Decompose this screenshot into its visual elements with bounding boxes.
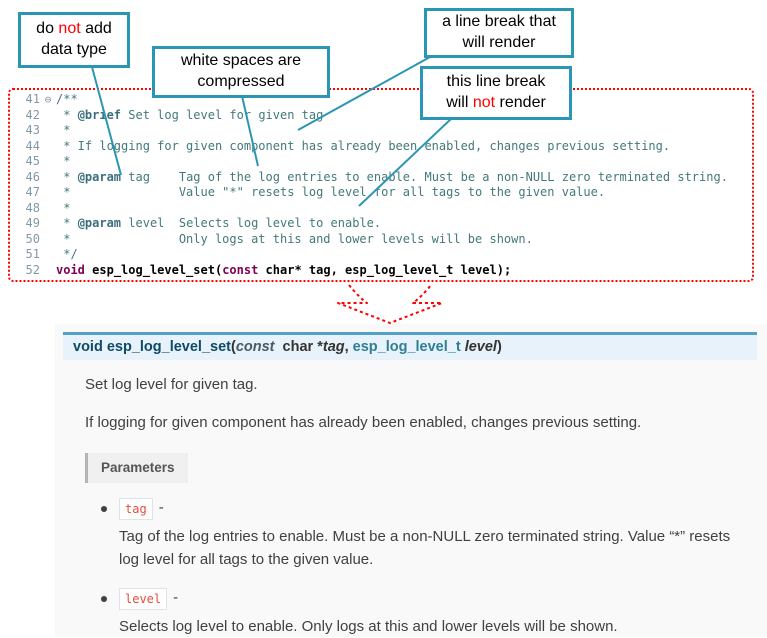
- line-number: 43: [25, 123, 40, 137]
- docs-panel: void esp_log_level_set(const char *tag, …: [55, 324, 767, 637]
- code-line: 48 *: [12, 201, 750, 217]
- fold-spacer: [40, 263, 56, 279]
- code-text: * @param level Selects log level to enab…: [56, 216, 382, 230]
- param-description: Tag of the log entries to enable. Must b…: [119, 527, 731, 568]
- fold-spacer: [40, 170, 56, 186]
- code-text: *: [56, 123, 71, 137]
- callout-whitespace-compressed: white spaces are compressed: [152, 46, 330, 98]
- fold-spacer: [40, 201, 56, 217]
- callout-text: do not add data type: [31, 19, 117, 61]
- code-text: * Only logs at this and lower levels wil…: [56, 231, 533, 246]
- callout-text-part: white spaces are compressed: [180, 52, 302, 90]
- code-text: * Value "*" resets log level for all tag…: [56, 185, 606, 199]
- code-line: 49 * @param level Selects log level to e…: [12, 216, 750, 232]
- code-line: 51 */: [12, 247, 750, 263]
- line-number: 41: [25, 92, 40, 106]
- docs-body: Set log level for given tag. If logging …: [55, 360, 767, 638]
- callout-linebreak-renders: a line break that will render: [424, 8, 574, 58]
- code-text: * @brief Set log level for given tag: [56, 107, 324, 122]
- function-signature: void esp_log_level_set(const char *tag, …: [63, 332, 757, 360]
- fold-spacer: [40, 154, 56, 170]
- code-line: 44 * If logging for given component has …: [12, 139, 750, 155]
- callout-text: a line break that will render: [438, 12, 560, 54]
- code-line: 43 *: [12, 123, 750, 139]
- fold-marker-icon[interactable]: ⊖: [44, 93, 52, 106]
- code-editor: 41 ⊖ /** 42 * @brief Set log level for give…: [8, 88, 754, 282]
- param-name-chip: level: [119, 587, 168, 610]
- line-number: 45: [25, 154, 40, 168]
- code-lines: 41 ⊖ /** 42 * @brief Set log level for give…: [12, 92, 750, 278]
- code-text: *: [56, 154, 71, 168]
- bullet-icon: [101, 505, 107, 512]
- param-head: tag-: [101, 497, 747, 520]
- code-text: *: [56, 200, 71, 215]
- fold-spacer: [40, 247, 56, 263]
- code-text: * If logging for given component has alr…: [56, 138, 671, 153]
- line-number: 49: [25, 216, 40, 230]
- line-number: 44: [25, 138, 40, 153]
- code-text: */: [56, 247, 78, 261]
- line-number: 52: [25, 262, 40, 277]
- callout-text-emphasis: not: [472, 94, 496, 111]
- callout-text: this line break will not render: [438, 72, 554, 114]
- line-number: 47: [25, 185, 40, 199]
- fold-spacer: [40, 216, 56, 232]
- code-text: /**: [56, 92, 78, 106]
- code-line: 46 * @param tag Tag of the log entries t…: [12, 170, 750, 186]
- code-text: void esp_log_level_set(const char* tag, …: [56, 262, 512, 277]
- callout-no-datatype: do not add data type: [18, 12, 130, 68]
- params-list: tag-Tag of the log entries to enable. Mu…: [85, 497, 747, 638]
- fold-spacer: [40, 232, 56, 248]
- callout-text-part: this line break will: [446, 73, 546, 111]
- line-number: 46: [25, 169, 40, 184]
- callout-text-part: a line break that will render: [442, 13, 556, 51]
- parameters-label: Parameters: [85, 453, 188, 484]
- callout-text-part: add data type: [41, 20, 112, 58]
- param-name-chip: tag: [119, 497, 153, 520]
- brief-description: Set log level for given tag.: [85, 376, 258, 393]
- fold-spacer: [40, 185, 56, 201]
- code-line: 52 void esp_log_level_set(const char* tag…: [12, 263, 750, 279]
- callout-text-part: render: [495, 94, 546, 111]
- fold-spacer: [40, 108, 56, 124]
- param-dash: -: [158, 499, 164, 517]
- param-item: tag- Tag of the log entries to enable. Mu…: [101, 497, 747, 571]
- callout-linebreak-not-render: this line break will not render: [420, 66, 572, 120]
- callout-text: white spaces are compressed: [178, 51, 304, 93]
- line-number: 42: [25, 107, 40, 122]
- code-text: * @param tag Tag of the log entries to e…: [56, 169, 728, 184]
- param-description: Selects log level to enable. Only logs a…: [119, 617, 618, 635]
- code-line: 50 * Only logs at this and lower levels …: [12, 232, 750, 248]
- detail-description: If logging for given component has alrea…: [85, 413, 642, 431]
- line-number: 48: [25, 200, 40, 215]
- param-dash: -: [173, 589, 179, 607]
- code-line: 47 * Value "*" resets log level for all …: [12, 185, 750, 201]
- callout-text-part: do: [36, 20, 59, 38]
- fold-spacer: [40, 123, 56, 139]
- param-item: level- Selects log level to enable. Only …: [101, 587, 747, 638]
- code-line: 45 *: [12, 154, 750, 170]
- fold-spacer: [40, 139, 56, 155]
- code-line: 41 ⊖ /**: [12, 92, 750, 108]
- bullet-icon: [101, 595, 107, 602]
- code-line: 42 * @brief Set log level for given tag: [12, 108, 750, 124]
- transform-arrow-icon: [337, 284, 443, 324]
- line-number: 50: [25, 231, 40, 246]
- line-number: 51: [25, 247, 40, 261]
- callout-text-emphasis: not: [58, 20, 81, 38]
- param-head: level-: [101, 587, 747, 610]
